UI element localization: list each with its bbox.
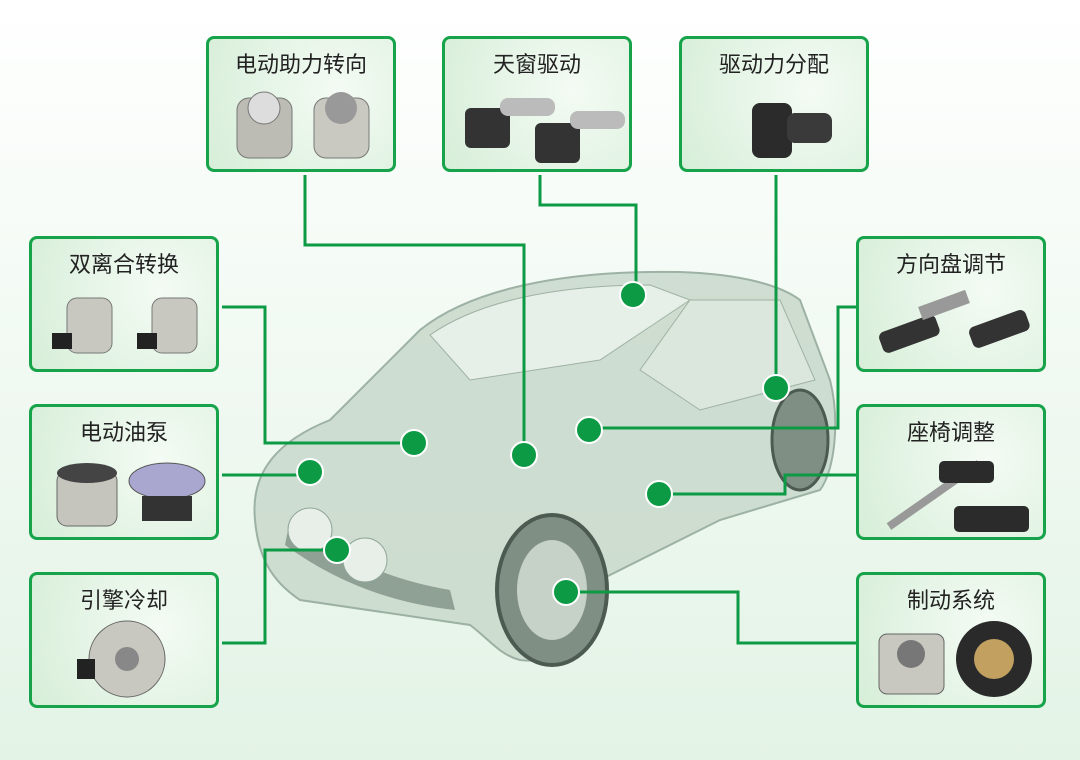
card-title: 双离合转换: [68, 253, 179, 278]
card-electric-oil-pump[interactable]: 电动油泵: [29, 404, 219, 540]
motor-product-image: [886, 460, 1029, 532]
card-title: 电动油泵: [79, 421, 168, 446]
hotspot-power-steering[interactable]: [510, 441, 538, 469]
hotspot-seat-adjust[interactable]: [645, 480, 673, 508]
card-sunroof-drive[interactable]: 天窗驱动: [442, 36, 632, 172]
hotspot-electric-oil-pump[interactable]: [296, 458, 324, 486]
card-drive-distribution[interactable]: 驱动力分配: [679, 36, 869, 172]
card-title: 座椅调整: [906, 421, 995, 446]
hotspot-dual-clutch[interactable]: [400, 429, 428, 457]
card-power-steering[interactable]: 电动助力转向: [206, 36, 396, 172]
card-dual-clutch[interactable]: 双离合转换: [29, 236, 219, 372]
card-title: 电动助力转向: [234, 53, 367, 78]
hotspot-engine-cooling[interactable]: [323, 536, 351, 564]
motor-product-image: [77, 620, 166, 698]
card-title: 制动系统: [906, 589, 995, 614]
card-engine-cooling[interactable]: 引擎冷却: [29, 572, 219, 708]
card-title: 引擎冷却: [79, 589, 168, 614]
card-brake-system[interactable]: 制动系统: [856, 572, 1046, 708]
hotspot-drive-distribution[interactable]: [762, 374, 790, 402]
hotspot-brake-system[interactable]: [552, 578, 580, 606]
card-title: 天窗驱动: [492, 53, 581, 78]
motor-product-image: [879, 289, 1030, 353]
motor-product-image: [752, 103, 832, 158]
card-title: 驱动力分配: [718, 53, 829, 78]
hotspot-sunroof-drive[interactable]: [619, 281, 647, 309]
card-steering-wheel-adjust[interactable]: 方向盘调节: [856, 236, 1046, 372]
card-title: 方向盘调节: [895, 253, 1006, 278]
motor-product-image: [878, 621, 1032, 697]
motor-product-image: [52, 297, 198, 354]
hotspot-steering-wheel-adjust[interactable]: [575, 416, 603, 444]
motor-product-image: [465, 98, 625, 163]
motor-product-image: [236, 91, 370, 159]
motor-product-image: [56, 462, 206, 527]
card-seat-adjust[interactable]: 座椅调整: [856, 404, 1046, 540]
